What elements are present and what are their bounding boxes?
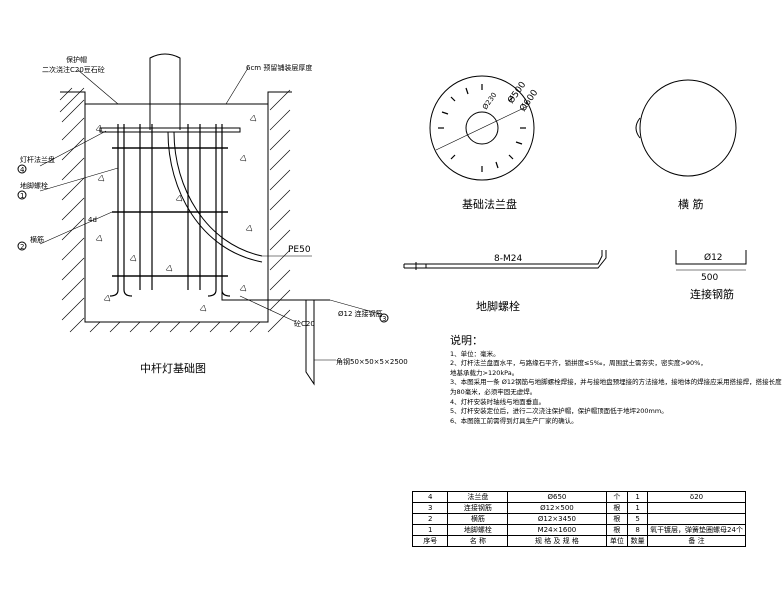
lamp-pole [149,53,181,130]
bom-cell: 地脚螺栓 [447,524,509,536]
bom-cell: M24×1600 [507,524,607,536]
anchor-bolt-drawing [403,250,607,270]
anchor-bolt-title: 地脚螺栓 [476,299,520,313]
tag-circle-4 [17,164,27,174]
table-row: 3 连接钢筋 Ø12×500 根 1 [411,502,746,514]
bom-cell: 5 [627,513,649,525]
label-protect-cap: 保护帽 [66,55,87,64]
aggregate-marks [95,114,257,312]
soil-hatch-right [267,89,291,333]
anchor-bolt-spec: 8-M24 [494,254,522,264]
bom-cell: 横筋 [447,513,509,525]
flange-plate [99,127,241,133]
bom-header-cell: 序号 [411,535,449,547]
tag-circle-1 [17,190,27,200]
note-line: 5、灯杆安装定位后，进行二次浇注保护帽，保护帽顶面低于地坪200mm。 [450,407,668,416]
bom-cell: 氧干镀层，弹簧垫圈螺母24个 [647,524,746,536]
label-secondary-pour: 二次浇注C20豆石砼 [42,65,105,74]
bom-cell: Ø650 [507,491,607,503]
bom-header-cell: 数量 [627,535,649,547]
label-stirrup: 横筋 [30,235,44,244]
note-line: 4、灯杆安装时轴线与地面垂直。 [450,397,546,406]
table-row: 1 地脚螺栓 M24×1600 根 8 氧干镀层，弹簧垫圈螺母24个 [411,524,746,536]
label-pe-pipe: PE50 [288,245,311,255]
bom-cell: 连接钢筋 [447,502,509,514]
soil-hatch-left [59,87,85,333]
soil-hatch-bottom [89,321,261,333]
bom-cell: 根 [605,524,629,536]
section-title: 中杆灯基础图 [140,361,206,375]
note-line: 6、本图施工前需得到灯具生产厂家的确认。 [450,416,578,425]
bom-cell: Ø12×500 [507,502,607,514]
label-reserved-depth: 6cm 预留铺装层厚度 [246,63,312,72]
tag-circle-2 [17,241,27,251]
stirrup-plan-title: 横 筋 [678,197,704,211]
tag-4: 4 [20,166,25,174]
note-line: 3、本图采用一条 Ø12钢筋与地脚螺栓焊接，并与接地盘预埋接的方法接地，接地体的… [450,378,782,387]
table-header-row: 序号 名 称 规 格 及 规 格 单位 数量 备 注 [411,535,746,547]
tag-3: 3 [382,315,386,323]
label-connect-bar: Ø12 连接钢筋 [338,309,383,318]
bill-of-materials: 4 法兰盘 Ø650 个 1 δ20 3 连接钢筋 Ø12×500 根 1 2 … [411,491,746,547]
bom-header-cell: 名 称 [447,535,509,547]
note-line: 2、灯杆法兰盘面水平，与路缘石平齐，锁拼度≤5‰，周围武土需夯实，密实度>90%… [450,359,707,368]
drawing-canvas: 保护帽 二次浇注C20豆石砼 6cm 预留铺装层厚度 灯杆法兰盘 地脚螺栓 横筋… [17,53,747,386]
bom-cell [647,513,746,525]
bom-header-cell: 单位 [605,535,629,547]
pe50-pipe [167,131,263,263]
bom-header-cell: 规 格 及 规 格 [507,535,607,547]
bom-cell: 根 [605,513,629,525]
design-notes: 说明： 1、单位：毫米。 2、灯杆法兰盘面水平，与路缘石平齐，锁拼度≤5‰，周围… [450,334,782,426]
stirrup-plan-drawing [635,79,737,177]
note-line: 1、单位：毫米。 [450,349,500,358]
connect-bar-title: 连接钢筋 [690,287,734,301]
rebar-cage [109,124,231,297]
table-row: 2 横筋 Ø12×3450 根 5 [411,513,746,525]
label-concrete: 砼C20 [294,319,315,328]
tag-2: 2 [20,243,24,251]
bom-cell: 1 [627,491,649,503]
bom-cell: δ20 [647,491,746,503]
tag-1: 1 [20,192,24,200]
flange-plan-drawing [429,75,535,181]
bom-cell [647,502,746,514]
dim-230: Ø230 [481,91,498,111]
bom-cell: 3 [411,502,449,514]
bom-cell: 8 [627,524,649,536]
bom-cell: 根 [605,502,629,514]
bom-cell: 2 [411,513,449,525]
tag-circle-3 [379,313,389,323]
table-row: 4 法兰盘 Ø650 个 1 δ20 [411,491,746,503]
connect-bar [221,262,330,301]
bom-cell: 1 [627,502,649,514]
pit-left-wall [60,91,292,323]
connect-bar-dia: Ø12 [704,252,723,263]
bom-cell: 4 [411,491,449,503]
label-anchor-bolt: 地脚螺栓 [20,181,48,190]
angle-steel [305,300,315,386]
notes-heading: 说明： [450,334,483,347]
label-angle-steel: 角钢50×50×5×2500 [336,357,408,366]
note-line: 地基承载力>120kPa。 [450,368,519,377]
bom-cell: 个 [605,491,629,503]
connect-bar-drawing [675,250,747,271]
label-4d: 4d [88,216,97,224]
bom-header-cell: 备 注 [647,535,746,547]
connect-bar-length: 500 [701,273,718,283]
bom-cell: 1 [411,524,449,536]
label-flange: 灯杆法兰盘 [20,155,55,164]
stirrups [112,147,228,277]
bom-cell: Ø12×3450 [507,513,607,525]
bom-cell: 法兰盘 [447,491,509,503]
flange-plan-title: 基础法兰盘 [462,197,517,211]
note-line: 为80毫米，必须牢固无虚焊。 [450,387,537,396]
